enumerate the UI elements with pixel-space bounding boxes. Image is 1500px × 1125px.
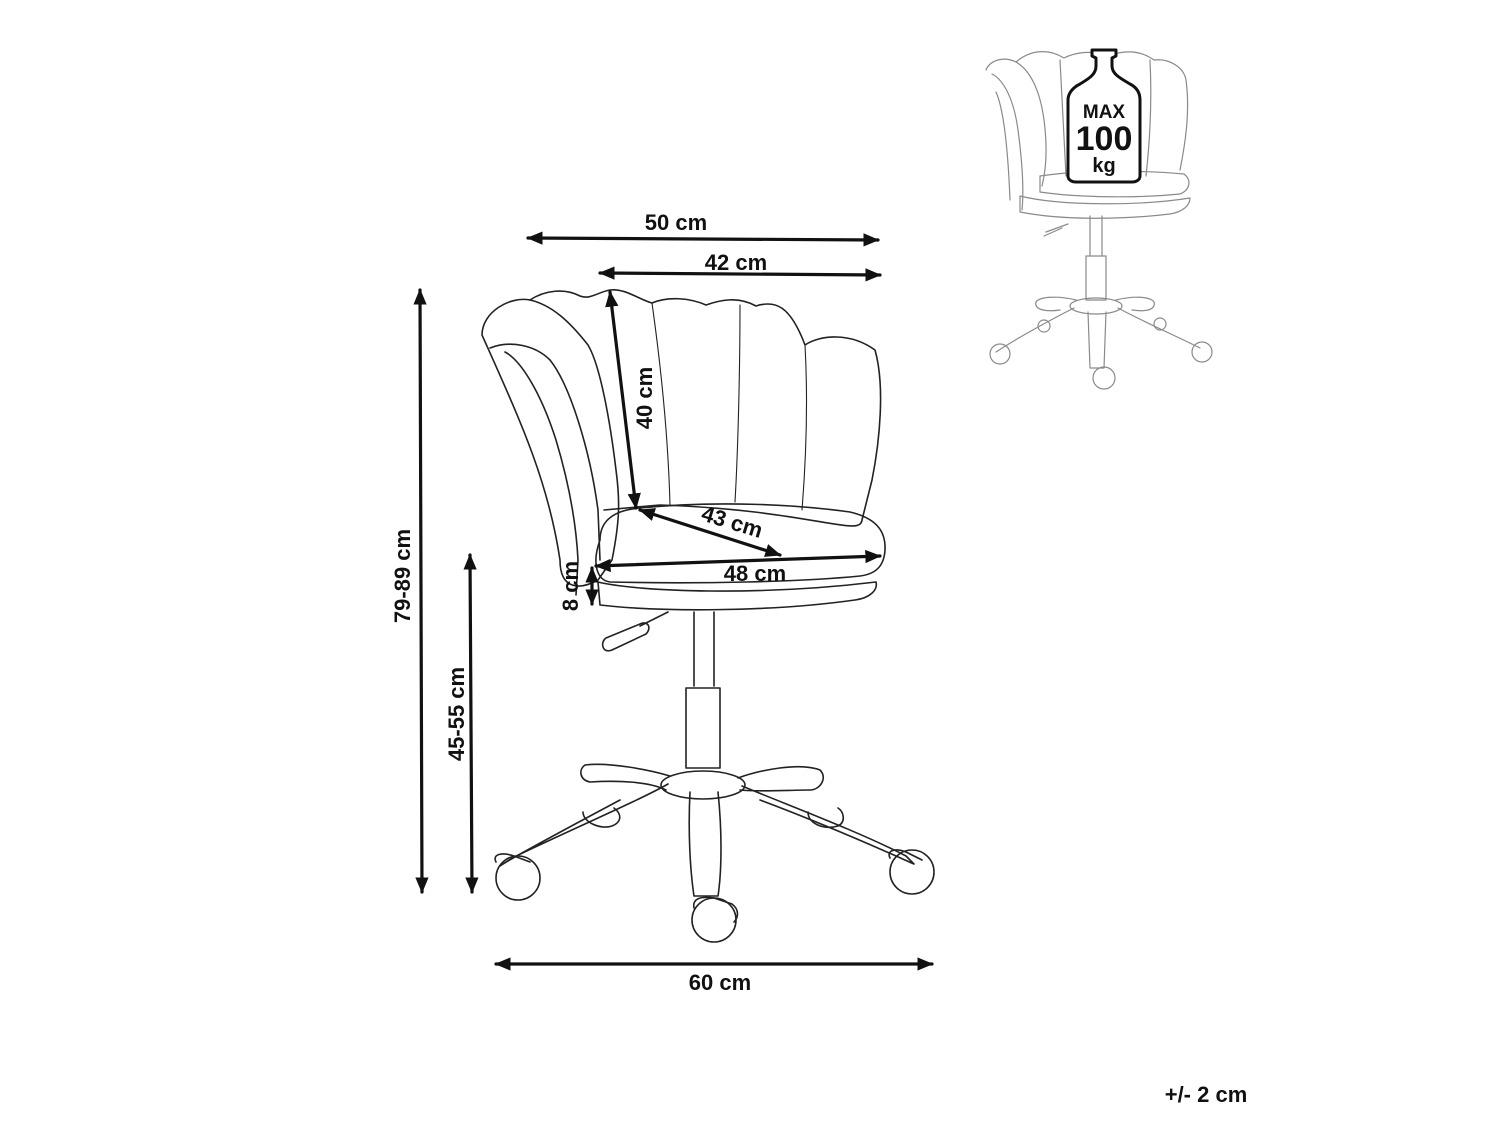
thumbnail-chair [985,51,1213,390]
weight-badge-unit: kg [1092,155,1115,177]
dim-line-seat-width-top [598,266,882,282]
weight-badge-value: 100 [1076,120,1133,158]
weight-badge: MAX 100 kg [1066,48,1142,184]
label-seat-thickness: 8 cm [558,561,583,611]
dim-line-total-height [413,288,429,894]
tolerance-note: +/- 2 cm [1165,1082,1248,1107]
dim-line-seat-width [594,549,882,573]
label-total-width: 50 cm [645,210,707,235]
dim-line-seat-depth [638,508,782,557]
label-seat-width: 48 cm [724,561,786,586]
label-seat-depth: 43 cm [699,501,766,543]
label-seat-height: 45-55 cm [444,667,469,761]
dimension-labels: 50 cm 42 cm 40 cm 43 cm 48 cm 8 cm 79-89… [390,210,786,995]
dim-line-seat-height [463,553,479,894]
dimension-lines [413,231,934,971]
weight-icon [1066,48,1142,184]
label-back-height: 40 cm [632,367,657,429]
label-seat-width-top: 42 cm [705,250,767,275]
chair-drawing [481,289,935,943]
label-total-height: 79-89 cm [390,529,415,623]
dim-line-back-height [605,290,641,510]
dim-line-total-width [526,231,880,247]
label-base-width: 60 cm [689,970,751,995]
weight-badge-max: MAX [1083,102,1126,123]
